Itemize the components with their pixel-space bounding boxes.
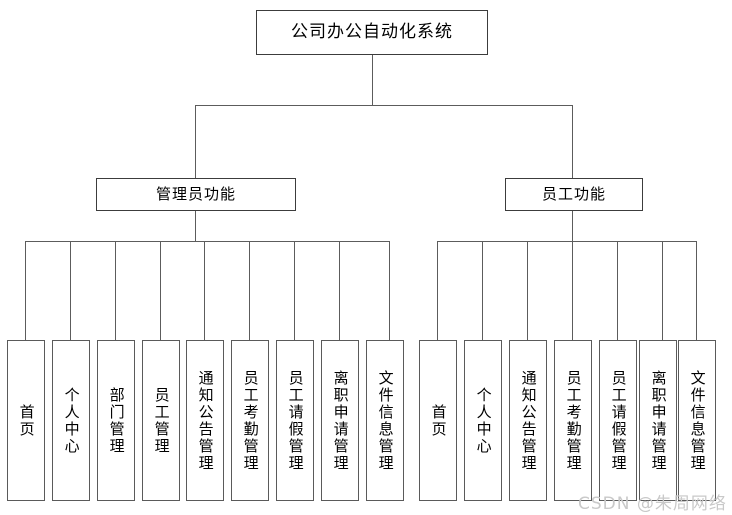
edge-employee-drop-4 bbox=[572, 241, 573, 340]
edge-bus-to-admin bbox=[195, 105, 196, 178]
edge-employee-drop-3 bbox=[527, 241, 528, 340]
node-root-system[interactable]: 公司办公自动化系统 bbox=[256, 10, 488, 55]
edge-root-bus bbox=[195, 105, 573, 106]
leaf-admin-9-label: 文件信息管理 bbox=[376, 369, 395, 472]
node-branch-admin-label: 管理员功能 bbox=[155, 184, 236, 203]
leaf-employee-1-label: 首页 bbox=[429, 403, 448, 438]
leaf-admin-5[interactable]: 通知公告管理 bbox=[186, 340, 224, 501]
edge-bus-to-employee bbox=[572, 105, 573, 178]
leaf-admin-4[interactable]: 员工管理 bbox=[142, 340, 180, 501]
node-root-label: 公司办公自动化系统 bbox=[291, 22, 453, 43]
leaf-employee-5-label: 员工请假管理 bbox=[609, 369, 628, 472]
edge-employee-drop-6 bbox=[662, 241, 663, 340]
watermark-text: CSDN @朱周网络 bbox=[578, 494, 727, 514]
leaf-admin-2-label: 个人中心 bbox=[62, 386, 81, 455]
leaf-employee-6[interactable]: 离职申请管理 bbox=[639, 340, 677, 501]
edge-root-down bbox=[372, 55, 373, 105]
leaf-admin-6-label: 员工考勤管理 bbox=[241, 369, 260, 472]
edge-admin-drop-5 bbox=[204, 241, 205, 340]
leaf-employee-4[interactable]: 员工考勤管理 bbox=[554, 340, 592, 501]
leaf-admin-3[interactable]: 部门管理 bbox=[97, 340, 135, 501]
node-branch-admin[interactable]: 管理员功能 bbox=[96, 178, 296, 211]
leaf-admin-9[interactable]: 文件信息管理 bbox=[366, 340, 404, 501]
leaf-employee-3-label: 通知公告管理 bbox=[519, 369, 538, 472]
leaf-admin-7-label: 员工请假管理 bbox=[286, 369, 305, 472]
node-branch-employee[interactable]: 员工功能 bbox=[505, 178, 643, 211]
leaf-employee-6-label: 离职申请管理 bbox=[649, 369, 668, 472]
leaf-employee-7[interactable]: 文件信息管理 bbox=[678, 340, 716, 501]
leaf-admin-6[interactable]: 员工考勤管理 bbox=[231, 340, 269, 501]
leaf-admin-5-label: 通知公告管理 bbox=[196, 369, 215, 472]
edge-admin-drop-2 bbox=[70, 241, 71, 340]
edge-employee-drop-2 bbox=[482, 241, 483, 340]
leaf-admin-2[interactable]: 个人中心 bbox=[52, 340, 90, 501]
edge-employee-drop-5 bbox=[617, 241, 618, 340]
edge-admin-down bbox=[195, 211, 196, 241]
leaf-employee-7-label: 文件信息管理 bbox=[688, 369, 707, 472]
leaf-admin-8[interactable]: 离职申请管理 bbox=[321, 340, 359, 501]
leaf-admin-1[interactable]: 首页 bbox=[7, 340, 45, 501]
edge-admin-drop-3 bbox=[115, 241, 116, 340]
leaf-admin-8-label: 离职申请管理 bbox=[331, 369, 350, 472]
leaf-admin-4-label: 员工管理 bbox=[152, 386, 171, 455]
edge-admin-drop-4 bbox=[160, 241, 161, 340]
leaf-employee-4-label: 员工考勤管理 bbox=[564, 369, 583, 472]
edge-admin-drop-7 bbox=[294, 241, 295, 340]
edge-admin-drop-1 bbox=[25, 241, 26, 340]
edge-employee-bus bbox=[437, 241, 696, 242]
leaf-employee-2[interactable]: 个人中心 bbox=[464, 340, 502, 501]
edge-admin-drop-9 bbox=[389, 241, 390, 340]
edge-admin-drop-8 bbox=[339, 241, 340, 340]
edge-employee-drop-1 bbox=[437, 241, 438, 340]
leaf-employee-5[interactable]: 员工请假管理 bbox=[599, 340, 637, 501]
leaf-admin-3-label: 部门管理 bbox=[107, 386, 126, 455]
edge-admin-drop-6 bbox=[249, 241, 250, 340]
leaf-employee-2-label: 个人中心 bbox=[474, 386, 493, 455]
node-branch-employee-label: 员工功能 bbox=[541, 184, 606, 203]
edge-employee-down bbox=[572, 211, 573, 241]
leaf-employee-3[interactable]: 通知公告管理 bbox=[509, 340, 547, 501]
edge-admin-bus bbox=[25, 241, 389, 242]
edge-employee-drop-7 bbox=[696, 241, 697, 340]
leaf-admin-1-label: 首页 bbox=[17, 403, 36, 438]
leaf-admin-7[interactable]: 员工请假管理 bbox=[276, 340, 314, 501]
leaf-employee-1[interactable]: 首页 bbox=[419, 340, 457, 501]
